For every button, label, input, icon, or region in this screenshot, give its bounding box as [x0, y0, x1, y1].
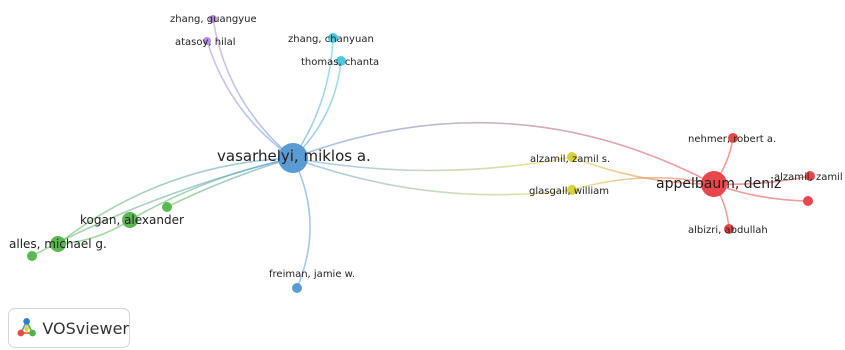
vosviewer-logo-icon [17, 318, 36, 337]
link-vasarhelyi-kogan [129, 157, 294, 221]
node-kogan[interactable] [122, 212, 138, 228]
labels-layer: vasarhelyi, miklos a. zhang, guangyue atas… [9, 14, 843, 280]
node-label-alles[interactable]: alles, michael g. [9, 237, 107, 251]
vosviewer-label: VOSviewer [42, 318, 129, 338]
node-albizri[interactable] [724, 224, 734, 234]
node-label-alzamil-s[interactable]: alzamil, zamil s. [530, 154, 610, 165]
node-nehmer[interactable] [728, 133, 738, 143]
node-glasgall[interactable] [567, 185, 577, 195]
link-vasarhelyi-green_small_1 [166, 157, 294, 208]
node-freiman[interactable] [292, 283, 302, 293]
node-alzamil-s[interactable] [567, 152, 577, 162]
node-label-thomas[interactable]: thomas, chanta [301, 57, 379, 68]
node-label-freiman[interactable]: freiman, jamie w. [269, 269, 355, 280]
link-vasarhelyi-zhang_guangyue [212, 18, 294, 159]
node-zhang-chanyuan[interactable] [328, 33, 338, 43]
link-vasarhelyi-zhang_chanyuan [292, 37, 334, 159]
node-alzamil-zamil[interactable] [805, 171, 815, 181]
node-label-glasgall[interactable]: glasgall, william [529, 186, 609, 197]
node-green-small-2[interactable] [27, 251, 37, 261]
node-label-kogan[interactable]: kogan, alexander [80, 213, 184, 227]
node-zhang-guangyue[interactable] [209, 15, 217, 23]
node-green-small-1[interactable] [162, 202, 172, 212]
node-atasoy[interactable] [203, 37, 211, 45]
node-label-atasoy[interactable]: atasoy, hilal [175, 37, 236, 48]
node-label-nehmer[interactable]: nehmer, robert a. [688, 134, 776, 145]
node-label-albizri[interactable]: albizri, abdullah [688, 225, 768, 236]
node-appelbaum[interactable] [701, 171, 727, 197]
link-vasarhelyi-atasoy [206, 40, 294, 159]
nodes-layer [27, 15, 815, 293]
link-vasarhelyi-appelbaum [292, 121, 715, 185]
node-label-zhang-chanyuan[interactable]: zhang, chanyuan [288, 34, 374, 45]
node-label-zhang-guangyue[interactable]: zhang, guangyue [170, 14, 257, 25]
node-label-appelbaum[interactable]: appelbaum, deniz [656, 176, 781, 192]
link-glasgall-appelbaum [571, 176, 715, 191]
node-label-alzamil-zamil[interactable]: alzamil, zamil [774, 172, 843, 183]
node-red-small[interactable] [803, 196, 813, 206]
node-alles[interactable] [50, 236, 66, 252]
node-thomas[interactable] [336, 56, 346, 66]
vosviewer-badge[interactable]: VOSviewer [8, 308, 130, 348]
link-vasarhelyi-alles [57, 157, 294, 245]
links-layer [31, 18, 811, 289]
link-vasarhelyi-glasgall [292, 157, 573, 196]
node-label-vasarhelyi[interactable]: vasarhelyi, miklos a. [217, 147, 371, 165]
link-vasarhelyi-alzamil_s [292, 156, 573, 172]
node-vasarhelyi[interactable] [278, 143, 308, 173]
link-vasarhelyi-freiman [292, 157, 311, 289]
